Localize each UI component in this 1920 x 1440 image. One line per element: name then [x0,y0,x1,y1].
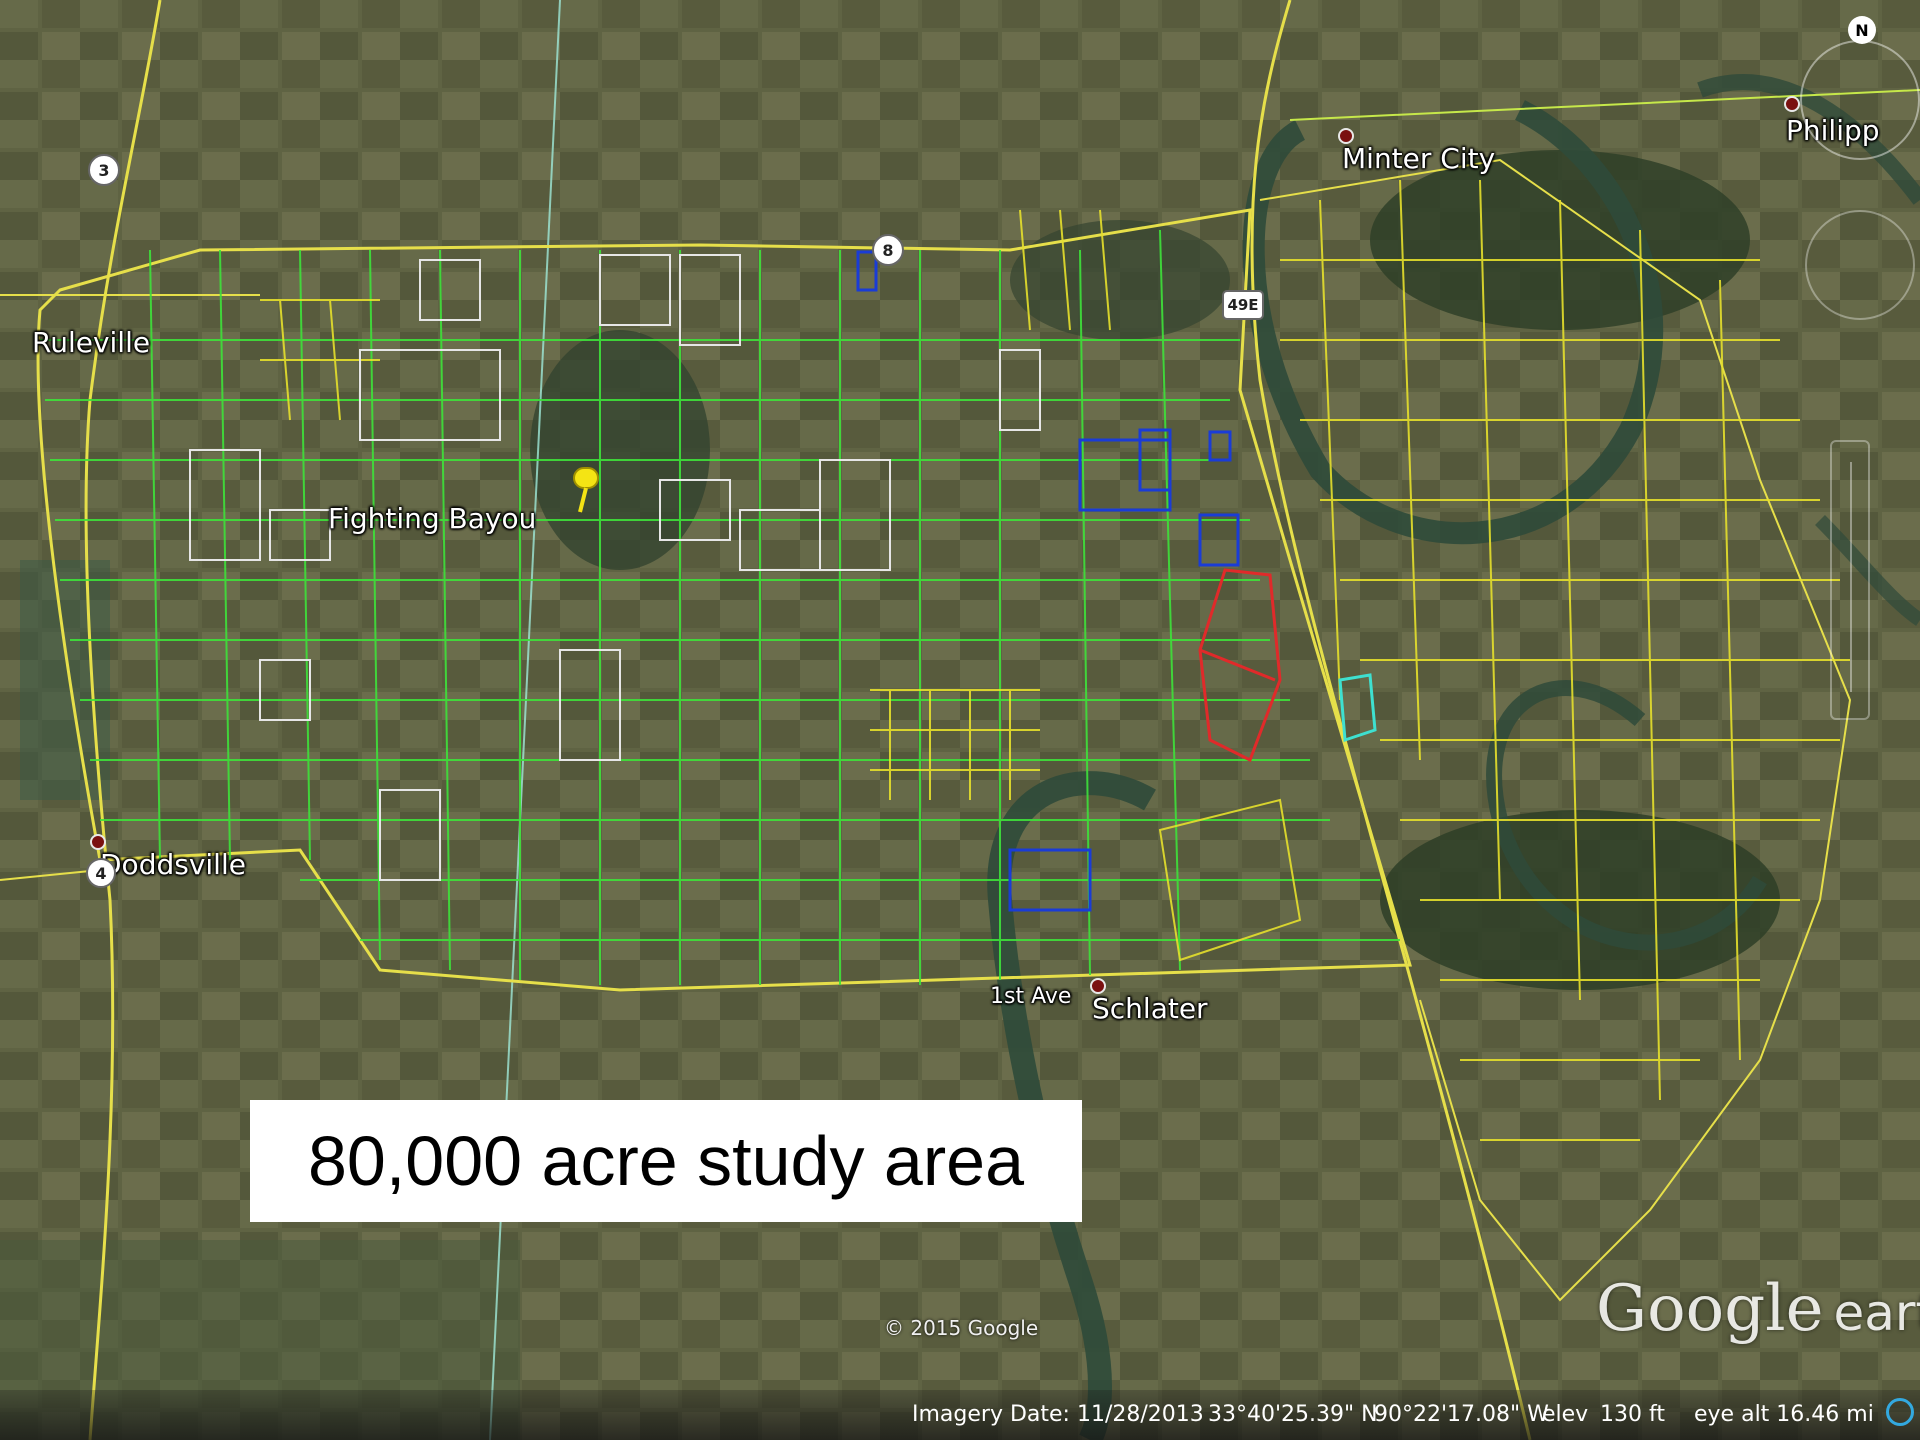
streaming-status-icon [1886,1398,1914,1426]
status-bar: Imagery Date: 11/28/2013 33°40'25.39" N … [0,1390,1920,1440]
zoom-slider-track[interactable] [1850,462,1852,692]
study-area-caption: 80,000 acre study area [307,1122,1025,1200]
copyright-notice: © 2015 Google [884,1316,1039,1340]
philipp-marker-icon[interactable] [1784,96,1800,112]
elevation-label: elev [1542,1402,1589,1427]
street-label-1st-ave[interactable]: 1st Ave [990,984,1072,1009]
imagery-date: Imagery Date: 11/28/2013 [912,1402,1204,1427]
latitude-readout: 33°40'25.39" N [1208,1402,1378,1427]
route-shield-8: 8 [872,234,904,266]
route-shield-3: 3 [88,154,120,186]
zoom-slider[interactable] [1830,440,1870,720]
elevation-value: 130 ft [1600,1402,1665,1427]
compass-ring-icon[interactable] [1800,40,1920,160]
route-shield-49e: 49E [1222,290,1264,320]
caption-box: 80,000 acre study area [250,1100,1082,1222]
pushpin-icon[interactable] [566,464,606,524]
place-label-schlater[interactable]: Schlater [1092,992,1208,1025]
eye-altitude: eye alt 16.46 mi [1694,1402,1874,1427]
north-indicator-icon[interactable]: N [1848,16,1876,44]
place-label-fighting-bayou[interactable]: Fighting Bayou [328,502,537,535]
minter-city-marker-icon[interactable] [1338,128,1354,144]
longitude-readout: 90°22'17.08" W [1374,1402,1549,1427]
place-label-doddsville[interactable]: Doddsville [100,848,246,881]
logo-sub-text: earth [1833,1284,1920,1342]
doddsville-marker-icon[interactable] [90,834,106,850]
google-earth-logo: Googleearth [1596,1272,1920,1346]
logo-main-text: Google [1596,1272,1824,1346]
place-label-ruleville[interactable]: Ruleville [32,326,151,359]
navigation-controls[interactable]: N [1780,10,1920,730]
look-joystick-icon[interactable] [1805,210,1915,320]
route-shield-4: 4 [86,858,116,888]
place-label-minter-city[interactable]: Minter City [1342,142,1496,175]
schlater-marker-icon[interactable] [1090,978,1106,994]
